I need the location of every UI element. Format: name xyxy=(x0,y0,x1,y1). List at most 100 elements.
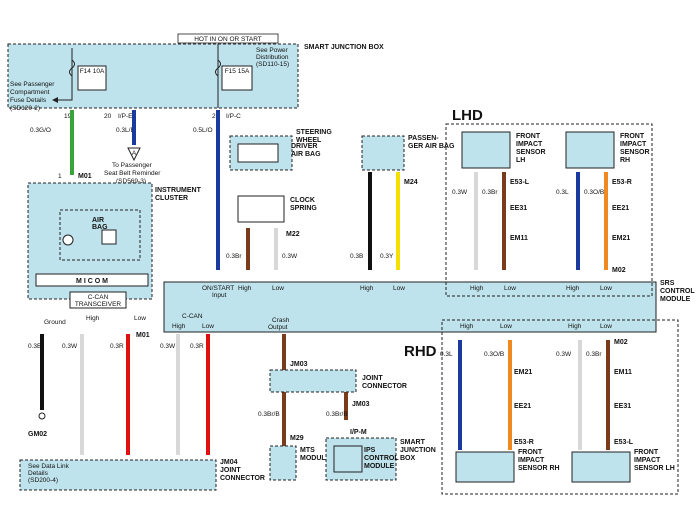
lhd-wire-l-label: 0.3L xyxy=(556,189,569,196)
seatbelt-marker-label: A xyxy=(132,150,137,157)
lhd-em11: EM11 xyxy=(510,235,528,242)
srs-high-3: High xyxy=(470,285,484,292)
srs-low-4: Low xyxy=(600,285,612,292)
fuse-f15-label: F15 15A xyxy=(225,68,250,75)
sjb-conn-ipe: I/P-E xyxy=(118,113,133,120)
micom-label: M I C O M xyxy=(76,278,108,285)
fuse-f14-symbol xyxy=(69,59,75,77)
can-transceiver-box xyxy=(69,291,127,309)
smart-junction-box-top xyxy=(7,43,299,109)
passenger-airbag-box xyxy=(361,135,405,171)
lhd-title: LHD xyxy=(452,107,483,124)
driver-airbag-connector xyxy=(237,143,279,163)
srs-can-wire-r: 0.3R xyxy=(190,343,204,350)
wire-label-ground: 0.3B xyxy=(28,343,41,350)
srs-can-wire-w: 0.3W xyxy=(160,343,176,350)
steering-wire-br: 0.3Br xyxy=(226,253,242,260)
clock-spring xyxy=(237,195,285,223)
lhd-wire-ob-label: 0.3O/B xyxy=(584,189,604,196)
rhd-e53r: E53-R xyxy=(514,439,534,446)
lhd-wire-br-label: 0.3Br xyxy=(482,189,498,196)
rhd-em11: EM11 xyxy=(614,369,632,376)
lhd-ee21: EE21 xyxy=(612,205,629,212)
bottom-jm04: JM04 xyxy=(220,459,238,466)
sjb-left-arrow xyxy=(52,97,58,103)
passenger-airbag-name: PASSEN-GER AIR BAG xyxy=(408,135,455,150)
wire-label-gorange: 0.3G/O xyxy=(30,127,51,134)
rhd-m02: M02 xyxy=(614,339,628,346)
lhd-sensor-rh-box xyxy=(565,131,615,169)
fuse-f15-box xyxy=(221,65,253,91)
cluster-conn-m01: M01 xyxy=(78,173,92,180)
rhd-wire-w-label: 0.3W xyxy=(556,351,572,358)
ground-symbol xyxy=(38,412,46,420)
srs-low-rhd-2: Low xyxy=(600,323,612,330)
passenger-m24: M24 xyxy=(404,179,418,186)
bottom-joint-connector xyxy=(19,459,217,491)
wire-label-red: 0.3R xyxy=(110,343,124,350)
sjb-pin-26: 26 xyxy=(212,113,220,120)
fuse-f14-label: F14 10A xyxy=(80,68,105,75)
cluster-m01-bottom: M01 xyxy=(136,332,150,339)
srs-low-1: Low xyxy=(272,285,284,292)
cluster-pin-1: 1 xyxy=(58,173,62,180)
passenger-wire-y: 0.3Y xyxy=(380,253,394,260)
joint-wire-left: 0.3Br/B xyxy=(258,411,280,418)
lhd-ee31: EE31 xyxy=(510,205,527,212)
cluster-ground-label: Ground xyxy=(44,319,66,326)
joint-jm03-top: JM03 xyxy=(290,361,308,368)
seatbelt-marker xyxy=(127,147,141,162)
ips-ipm: I/P-M xyxy=(350,429,367,436)
hot-label-box xyxy=(177,33,279,44)
lhd-wire-w-label: 0.3W xyxy=(452,189,468,196)
rhd-em21: EM21 xyxy=(514,369,532,376)
lhd-m02: M02 xyxy=(612,267,626,274)
rhd-e53l: E53-L xyxy=(614,439,634,446)
ground-label: GM02 xyxy=(28,431,47,438)
rhd-region xyxy=(441,319,679,495)
steering-m22: M22 xyxy=(286,231,300,238)
lhd-region xyxy=(445,123,653,297)
srs-low-2: Low xyxy=(393,285,405,292)
sjb-conn-ipc: I/P-C xyxy=(226,113,241,120)
srs-high-rhd-1: High xyxy=(460,323,474,330)
lhd-em21: EM21 xyxy=(612,235,630,242)
lhd-e53r: E53-R xyxy=(612,179,632,186)
joint-connector-mid xyxy=(269,369,357,393)
srs-high-2: High xyxy=(360,285,374,292)
rhd-title: RHD xyxy=(404,343,437,360)
sjb-top-name: SMART JUNCTION BOX xyxy=(304,44,384,51)
rhd-wire-ob-label: 0.3O/B xyxy=(484,351,504,358)
mts-m29: M29 xyxy=(290,435,304,442)
srs-ccan-high: High xyxy=(172,323,186,330)
wire-label-lo: 0.5L/O xyxy=(193,127,213,134)
warning-lamp-icon xyxy=(62,234,74,246)
airbag-indicator-box xyxy=(59,209,141,261)
rhd-ee31: EE31 xyxy=(614,403,631,410)
joint-wire-right: 0.3Br/B xyxy=(326,411,348,418)
sjb-pin-20: 20 xyxy=(104,113,112,120)
fuse-f15-symbol xyxy=(215,59,221,77)
steering-wire-w: 0.3W xyxy=(282,253,298,260)
wire-label-lb: 0.3L/B xyxy=(116,127,135,134)
srs-high-1: High xyxy=(238,285,252,292)
